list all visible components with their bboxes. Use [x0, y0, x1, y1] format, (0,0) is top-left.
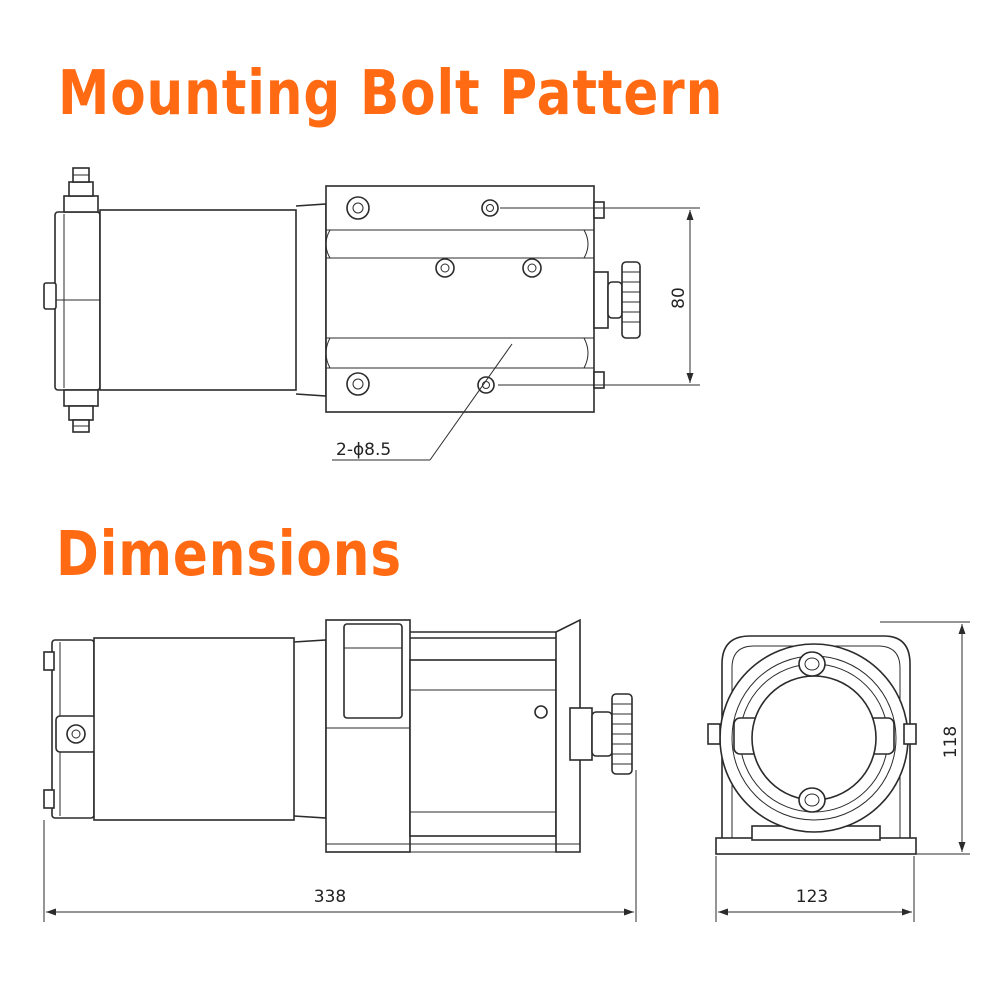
end-view-winch: [707, 635, 917, 855]
dimensions-heading: Dimensions: [56, 518, 402, 591]
top-view-end-cap: [43, 167, 101, 433]
width-label: 123: [796, 887, 828, 907]
width-dimension: 123: [715, 856, 915, 922]
top-view-screw-heads: [346, 196, 542, 396]
overall-length-dimension: 338: [43, 770, 637, 922]
bolt-spacing-dimension: 80: [498, 207, 700, 386]
side-view-winch: [43, 618, 633, 853]
top-view-housing: [325, 185, 641, 413]
height-dimension: 118: [880, 621, 970, 855]
height-label: 118: [941, 726, 961, 758]
side-view-end-cap: [43, 639, 97, 819]
hole-callout-label: 2-ϕ8.5: [336, 440, 391, 460]
hole-callout-leader: 2-ϕ8.5: [332, 343, 513, 461]
side-view-motor: [93, 637, 327, 821]
bolt-spacing-label: 80: [669, 287, 689, 309]
top-view-winch: [43, 167, 641, 433]
side-view-housing: [325, 619, 411, 853]
overall-length-label: 338: [314, 887, 346, 907]
top-view-motor: [99, 203, 327, 397]
side-view-drum: [409, 631, 560, 837]
mounting-bolt-pattern-heading: Mounting Bolt Pattern: [58, 57, 724, 130]
side-view-end-plate: [326, 618, 633, 853]
